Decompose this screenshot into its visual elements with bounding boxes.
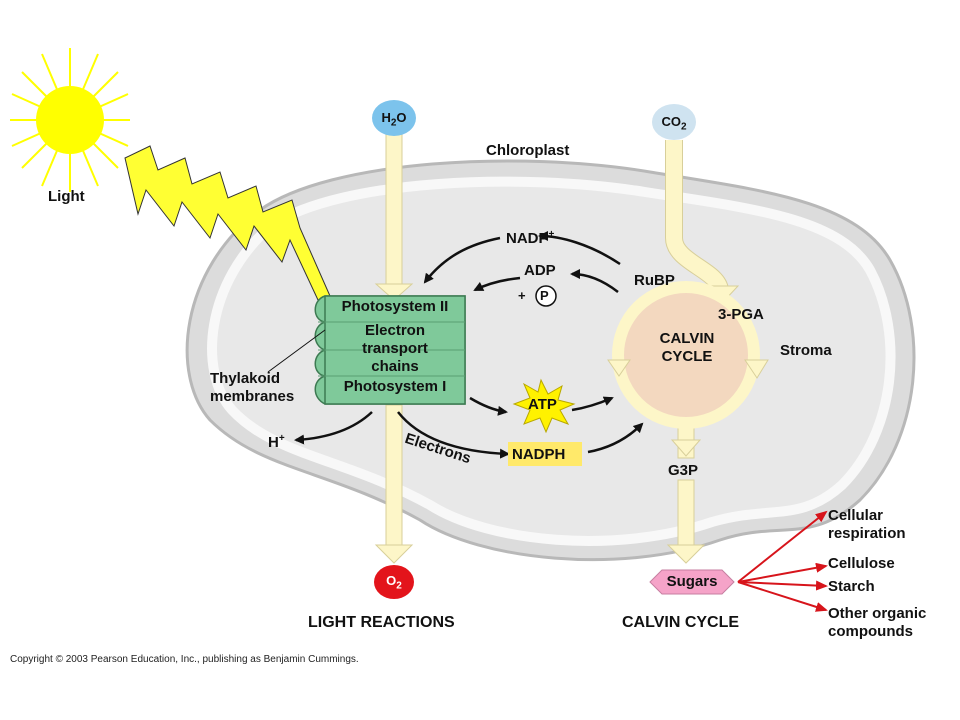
copyright-text: Copyright © 2003 Pearson Education, Inc.…	[10, 654, 359, 665]
calvin-cycle-ring	[612, 281, 760, 429]
adp-label: ADP	[524, 262, 556, 279]
nadph-box	[508, 442, 582, 466]
nadp-arrow	[538, 231, 621, 266]
calvin-cycle-line1: CALVIN	[659, 330, 715, 347]
calvin-cycle-circle	[621, 290, 751, 420]
atp-label: ATP	[528, 396, 557, 413]
thylakoid-label: Thylakoid	[210, 370, 281, 387]
light-label: Light	[48, 188, 85, 205]
membranes-label: membranes	[210, 388, 295, 405]
phosphate-circle	[535, 285, 557, 307]
atp-to-calvin-arrow	[571, 396, 614, 412]
stroma-label: Stroma	[780, 342, 832, 359]
other-organic-line1: Other organic	[828, 605, 927, 622]
h2o-label: H2O	[381, 110, 407, 129]
chains-label: chains	[371, 358, 419, 375]
pga-label: 3-PGA	[718, 306, 764, 323]
calvin-cycle-line2: CYCLE	[661, 348, 713, 365]
h2o-bubble	[372, 100, 416, 136]
sugars-hexagon	[649, 569, 735, 595]
chloroplast-inner	[207, 176, 896, 546]
o2-bubble	[374, 565, 414, 599]
electrons-arrow	[397, 411, 510, 459]
co2-bubble	[652, 104, 696, 140]
atp-star	[512, 378, 576, 434]
nadph-to-calvin-arrow	[587, 422, 644, 454]
nadph-label: NADPH	[512, 446, 566, 463]
electron-label: Electron	[364, 322, 425, 339]
adp-arrow	[570, 269, 619, 293]
adp-to-ps-arrow	[473, 276, 521, 292]
calvin-cycle-caption: CALVIN CYCLE	[622, 614, 740, 631]
cellular-respiration-line1: Cellular	[828, 507, 884, 524]
o2-label: O2	[386, 573, 402, 592]
calvin-ring-arrow-right	[744, 359, 769, 379]
starch-label: Starch	[828, 578, 875, 595]
sun-icon	[36, 86, 104, 154]
transport-label: transport	[362, 340, 428, 357]
photosystem-ii-label: Photosystem II	[341, 298, 449, 315]
light-reactions-caption: LIGHT REACTIONS	[308, 614, 455, 631]
nadp-plus-label: NADP+	[506, 229, 555, 247]
thylakoid-pointer	[267, 329, 326, 373]
other-organic-line2: compounds	[828, 623, 913, 640]
calvin-ring-arrow-left	[607, 359, 631, 377]
h-plus-arrow	[294, 411, 373, 445]
cellular-respiration-line2: respiration	[828, 525, 906, 542]
plus-sign-label: +	[518, 288, 526, 303]
rubp-label: RuBP	[634, 272, 675, 289]
nadp-to-ps-arrow	[423, 236, 501, 284]
chloroplast-label: Chloroplast	[486, 142, 570, 159]
h-plus-label: H+	[268, 433, 285, 451]
o2-arrow	[374, 404, 414, 564]
h2o-arrow	[374, 129, 414, 301]
cellulose-label: Cellulose	[828, 555, 895, 572]
sugars-label: Sugars	[666, 573, 718, 590]
output-arrows	[737, 510, 828, 612]
g3p-label: G3P	[668, 462, 699, 479]
thylakoid-stack	[314, 295, 466, 405]
phosphate-label: P	[540, 288, 549, 303]
co2-label: CO2	[661, 114, 687, 133]
photosystem-i-label: Photosystem I	[343, 378, 447, 395]
ps-to-atp-arrow	[469, 396, 508, 416]
